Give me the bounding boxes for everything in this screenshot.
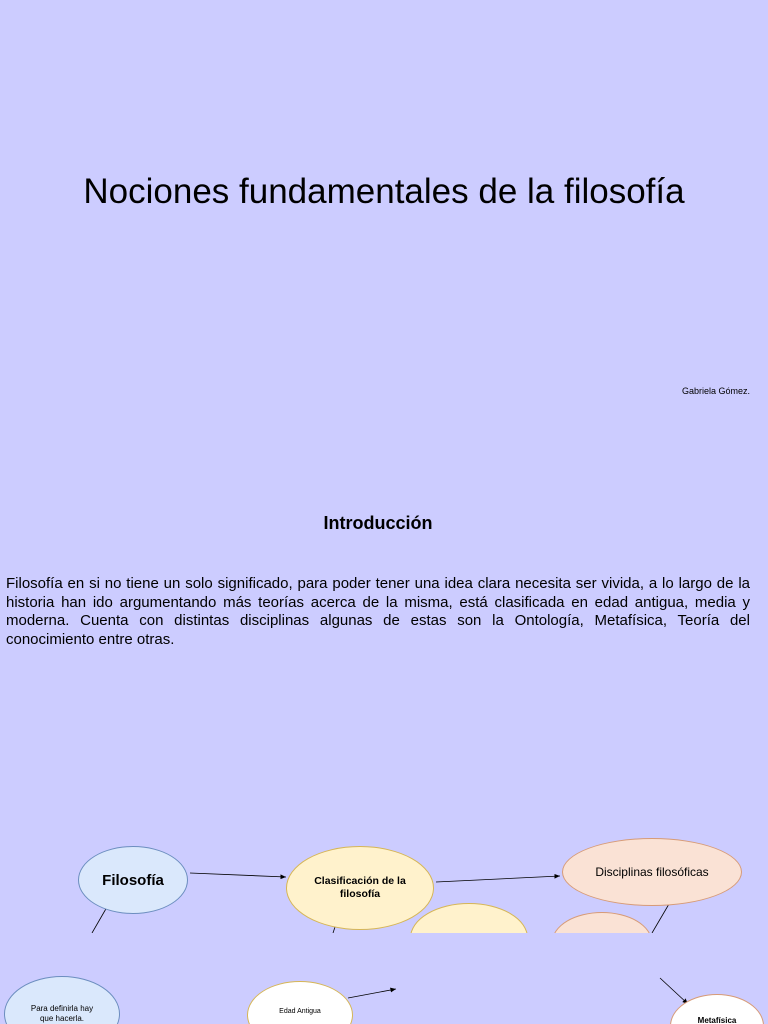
node-clasificacion-label: Clasificación de la filosofía [314,875,406,900]
connector-edad-antigua [347,987,397,999]
node-disciplinas-label: Disciplinas filosóficas [595,865,709,879]
node-clasificacion: Clasificación de la filosofía [286,846,434,930]
concept-map-top: Filosofía Clasificación de la filosofía … [0,780,768,933]
intro-paragraph: Filosofía en si no tiene un solo signifi… [6,575,750,648]
node-filosofia: Filosofía [78,846,188,914]
concept-map-bottom: Para definirla hay que hacerla. Edad Ant… [0,960,768,1024]
node-disciplinas: Disciplinas filosóficas [562,838,742,906]
node-definirla-label: Para definirla hay que hacerla. [30,1004,94,1023]
connector-filosofia-down [91,906,108,933]
node-edad-antigua-label: Edad Antigua [279,1008,321,1015]
concept-map-bottom-connectors [347,977,689,1005]
node-metafisica-label: Metafísica [697,1016,737,1024]
concept-map-top-connectors [91,872,670,933]
node-filosofia-label: Filosofía [102,871,164,889]
page-title: Nociones fundamentales de la filosofía [83,172,685,211]
intro-heading: Introducción [323,513,433,533]
connector-metafisica [659,977,689,1005]
connector-filosofia-clasificacion [189,872,287,880]
connector-disciplinas-down [651,903,670,933]
author-name: Gabriela Gómez. [681,386,750,396]
connector-clasificacion-disciplinas [435,873,561,883]
